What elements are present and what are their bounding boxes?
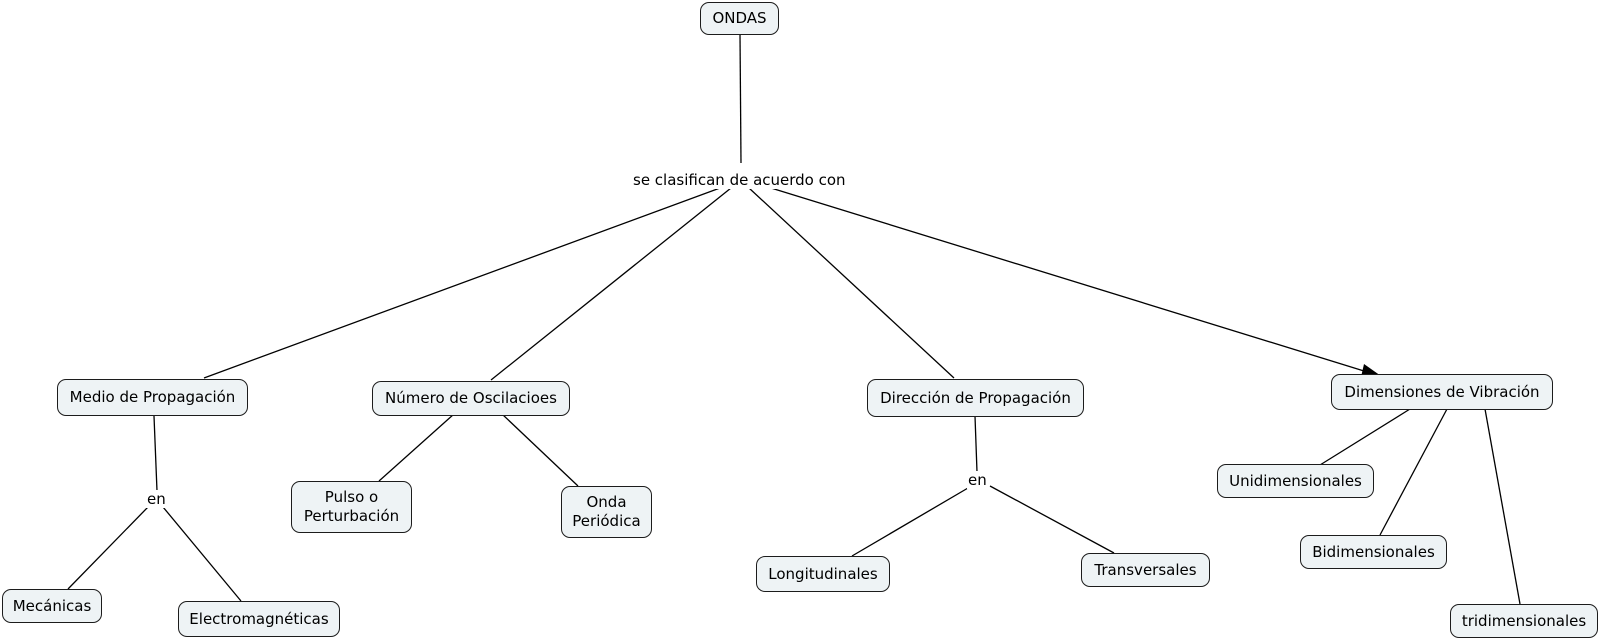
line-phrase-to-medio xyxy=(203,187,721,379)
concept-tridimensionales[interactable]: tridimensionales xyxy=(1450,604,1598,638)
concept-pulso-o-perturbacion[interactable]: Pulso o Perturbación xyxy=(291,481,412,533)
arrowhead-icon xyxy=(1361,364,1381,377)
concept-direccion-de-propagacion[interactable]: Dirección de Propagación xyxy=(867,379,1084,417)
line-phrase-to-dimensiones xyxy=(770,187,1365,372)
concept-transversales[interactable]: Transversales xyxy=(1081,553,1210,587)
linking-phrase-clasifican[interactable]: se clasifican de acuerdo con xyxy=(632,171,847,189)
line-numero-to-onda-periodica xyxy=(501,413,579,487)
concept-bidimensionales[interactable]: Bidimensionales xyxy=(1300,535,1447,569)
line-en-to-transversales xyxy=(989,485,1115,554)
concept-longitudinales[interactable]: Longitudinales xyxy=(756,556,890,592)
concept-numero-de-oscilaciones[interactable]: Número de Oscilacioes xyxy=(372,381,570,416)
line-direccion-to-en xyxy=(974,415,978,473)
line-medio-to-en xyxy=(153,415,158,492)
line-ondas-to-phrase xyxy=(739,33,742,164)
concept-unidimensionales[interactable]: Unidimensionales xyxy=(1217,464,1374,498)
concept-onda-periodica[interactable]: Onda Periódica xyxy=(561,486,652,538)
line-en-to-longitudinales xyxy=(851,487,969,557)
concept-mecanicas[interactable]: Mecánicas xyxy=(2,589,102,623)
line-numero-to-pulso xyxy=(378,413,455,482)
concept-dimensiones-de-vibracion[interactable]: Dimensiones de Vibración xyxy=(1331,374,1553,410)
line-en-to-electromagneticas xyxy=(162,506,242,602)
concept-medio-de-propagacion[interactable]: Medio de Propagación xyxy=(57,379,248,416)
line-en-to-mecanicas xyxy=(67,506,149,590)
line-dimensiones-to-unidimensionales xyxy=(1319,408,1411,466)
linking-phrase-en-medio[interactable]: en xyxy=(146,490,167,508)
line-dimensiones-to-bidimensionales xyxy=(1379,408,1448,536)
concept-electromagneticas[interactable]: Electromagnéticas xyxy=(178,601,340,637)
line-dimensiones-to-tridimensionales xyxy=(1484,408,1521,605)
linking-phrase-en-direccion[interactable]: en xyxy=(967,471,988,489)
line-phrase-to-direccion xyxy=(748,187,955,379)
line-phrase-to-numero xyxy=(490,187,732,381)
concept-ondas[interactable]: ONDAS xyxy=(700,2,779,35)
